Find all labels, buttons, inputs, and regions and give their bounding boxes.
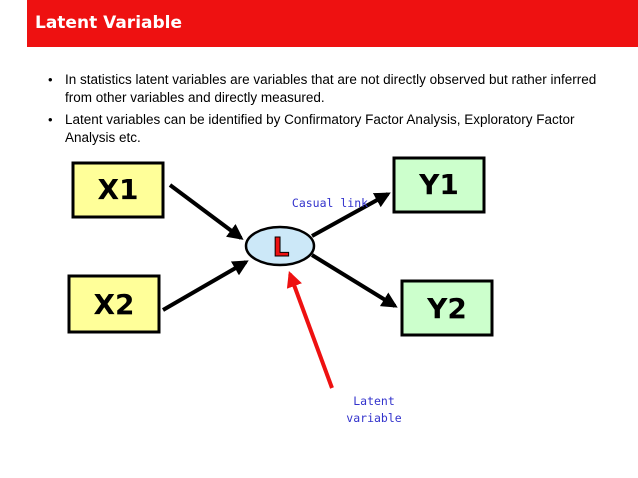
arrow-x2-to-latent [161, 260, 249, 312]
latent-annotation-line-1: Latent [353, 394, 395, 408]
box-y2: Y2 [400, 279, 494, 337]
box-x1: X1 [71, 161, 165, 219]
arrow-x1-to-latent [168, 183, 244, 240]
latent-letter: L [273, 233, 290, 263]
latent-annotation-line-2: variable [346, 411, 401, 425]
latent-node: L [244, 225, 316, 267]
box-x2: X2 [67, 274, 161, 334]
box-x2-label: X2 [93, 288, 134, 321]
box-y2-label: Y2 [426, 292, 467, 325]
page-title: Latent Variable [35, 13, 183, 33]
box-y1: Y1 [392, 156, 486, 214]
arrow-latent-to-y1 [311, 192, 391, 238]
box-y1-rect [392, 156, 486, 214]
box-x1-label: X1 [97, 173, 138, 206]
bullet-item-2: • Latent variables can be identified by … [48, 111, 618, 147]
header-bar: Latent Variable [27, 0, 638, 47]
box-y1-label: Y1 [418, 168, 459, 201]
arrow-latent-annotation [286, 270, 334, 389]
bullet-text-1: In statistics latent variables are varia… [65, 72, 597, 105]
latent-ellipse [244, 225, 316, 267]
bullet-list: • In statistics latent variables are var… [48, 71, 618, 151]
bullet-dot-icon: • [48, 112, 53, 127]
box-x1-rect [71, 161, 165, 219]
casual-link-label: Casual link [292, 196, 368, 210]
arrow-latent-to-y2 [310, 253, 398, 308]
box-x2-rect [67, 274, 161, 334]
bullet-item-1: • In statistics latent variables are var… [48, 71, 618, 107]
box-y2-rect [400, 279, 494, 337]
bullet-text-2: Latent variables can be identified by Co… [65, 112, 575, 145]
bullet-dot-icon: • [48, 72, 53, 87]
